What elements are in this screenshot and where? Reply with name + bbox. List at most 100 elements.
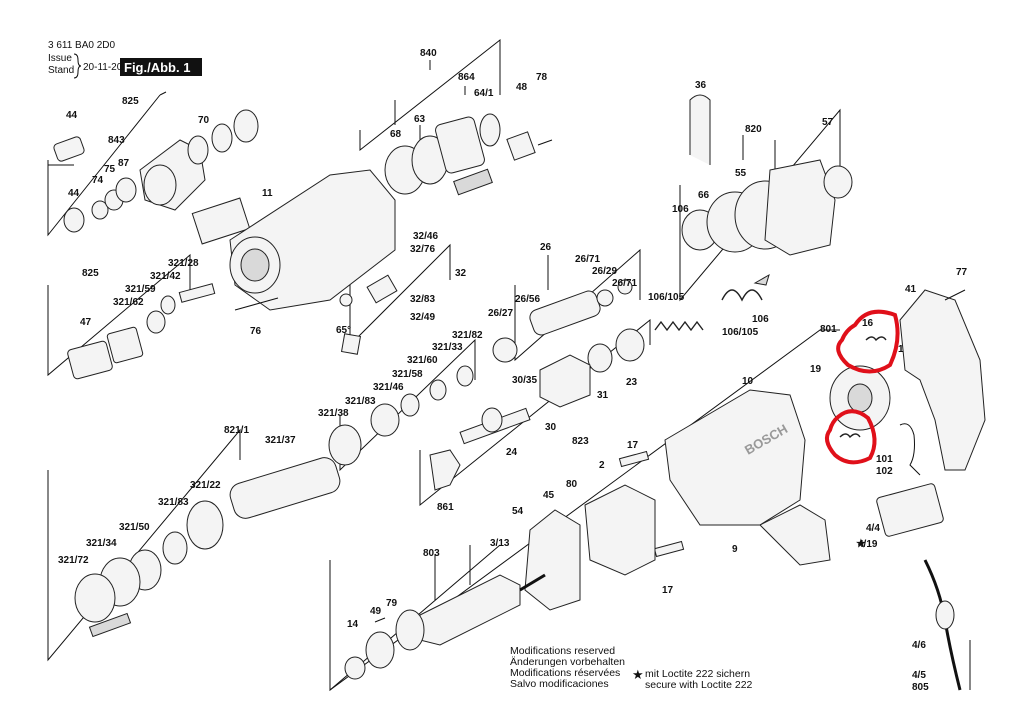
part-chuck-cap xyxy=(63,207,85,233)
label-9: 9 xyxy=(732,544,738,555)
label-321-72: 321/72 xyxy=(58,555,89,566)
highlight-marks xyxy=(824,309,900,465)
part-field-coil xyxy=(584,484,656,576)
label-321-34: 321/34 xyxy=(86,538,117,549)
part-switch xyxy=(876,483,944,537)
label-66: 66 xyxy=(698,190,710,201)
label-30-35: 30/35 xyxy=(512,375,537,386)
issue-label: Issue xyxy=(48,53,72,64)
label-321-60: 321/60 xyxy=(407,355,438,366)
label-76: 76 xyxy=(250,326,262,337)
label-825b: 825 xyxy=(82,268,99,279)
label-26-71: 26/71 xyxy=(575,254,600,265)
note-modifications-fr: Modifications réservées xyxy=(510,667,620,679)
label-45: 45 xyxy=(543,490,555,501)
label-57: 57 xyxy=(822,117,834,128)
label-4-19: 4/19 xyxy=(858,539,878,550)
label-16: 16 xyxy=(862,318,874,329)
part-handle-shell xyxy=(899,289,986,471)
label-26-27: 26/27 xyxy=(488,308,513,319)
part-intermediate-flange xyxy=(764,159,836,256)
part-handle xyxy=(759,504,831,566)
label-106-105b: 106/105 xyxy=(722,327,759,338)
label-44b: 44 xyxy=(68,188,80,199)
label-3-13: 3/13 xyxy=(490,538,510,549)
label-68: 68 xyxy=(390,129,402,140)
label-801: 801 xyxy=(820,324,837,335)
label-821-1: 821/1 xyxy=(224,425,249,436)
label-101: 101 xyxy=(876,454,893,465)
label-65deg: 65° xyxy=(336,325,351,336)
label-47: 47 xyxy=(80,317,92,328)
label-36: 36 xyxy=(695,80,707,91)
label-1: 1 xyxy=(898,344,904,355)
label-32-46: 32/46 xyxy=(413,231,438,242)
label-26-29: 26/29 xyxy=(592,266,617,277)
label-31: 31 xyxy=(597,390,609,401)
label-26-56: 26/56 xyxy=(515,294,540,305)
label-11: 11 xyxy=(262,188,273,199)
label-321-28: 321/28 xyxy=(168,258,199,269)
highlight-circle-lower xyxy=(824,409,877,465)
label-321-58: 321/58 xyxy=(392,369,423,380)
label-77: 77 xyxy=(956,267,968,278)
label-864: 864 xyxy=(458,72,475,83)
note-loctite-de: mit Loctite 222 sichern xyxy=(645,668,750,680)
label-80: 80 xyxy=(566,479,578,490)
label-70: 70 xyxy=(198,115,210,126)
label-803: 803 xyxy=(423,548,440,559)
label-321-83b: 321/83 xyxy=(158,497,189,508)
star-icon: ★ xyxy=(632,667,644,682)
label-321-37: 321/37 xyxy=(265,435,296,446)
label-32-76: 32/76 xyxy=(410,244,435,255)
parts: BOSCH xyxy=(53,94,986,691)
label-4-4: 4/4 xyxy=(866,523,880,534)
label-2: 2 xyxy=(599,460,605,471)
label-74: 74 xyxy=(92,175,104,186)
label-805: 805 xyxy=(912,682,929,693)
label-10: 10 xyxy=(742,376,754,387)
label-823: 823 xyxy=(572,436,589,447)
label-106-105: 106/105 xyxy=(648,292,685,303)
label-4-6: 4/6 xyxy=(912,640,926,651)
footer-notes: Modifications reserved Änderungen vorbeh… xyxy=(510,538,866,691)
label-321-38: 321/38 xyxy=(318,408,349,419)
label-321-62: 321/62 xyxy=(113,297,144,308)
label-321-83: 321/83 xyxy=(345,396,376,407)
stand-label: Stand xyxy=(48,65,74,76)
label-48: 48 xyxy=(516,82,528,93)
note-modifications-en: Modifications reserved xyxy=(510,645,615,657)
label-79: 79 xyxy=(386,598,398,609)
label-321-33: 321/33 xyxy=(432,342,463,353)
part-label-plate xyxy=(191,197,251,245)
label-843: 843 xyxy=(108,135,125,146)
label-321-22: 321/22 xyxy=(190,480,221,491)
label-30: 30 xyxy=(545,422,557,433)
label-321-82: 321/82 xyxy=(452,330,483,341)
label-14: 14 xyxy=(347,619,359,630)
label-24: 24 xyxy=(506,447,518,458)
label-840: 840 xyxy=(420,48,437,59)
label-321-42: 321/42 xyxy=(150,271,181,282)
label-32-83: 32/83 xyxy=(410,294,435,305)
label-32-49: 32/49 xyxy=(410,312,435,323)
label-19: 19 xyxy=(810,364,822,375)
issue-brace xyxy=(73,53,82,79)
label-87: 87 xyxy=(118,158,130,169)
label-321-46: 321/46 xyxy=(373,382,404,393)
part-striker-tube xyxy=(229,457,341,519)
label-17: 17 xyxy=(627,440,639,451)
note-modifications-es: Salvo modificaciones xyxy=(510,678,609,690)
label-23: 23 xyxy=(626,377,638,388)
label-102: 102 xyxy=(876,466,893,477)
label-820: 820 xyxy=(745,124,762,135)
label-49: 49 xyxy=(370,606,382,617)
label-106: 106 xyxy=(672,204,689,215)
label-78: 78 xyxy=(536,72,548,83)
label-321-59: 321/59 xyxy=(125,284,156,295)
label-4-5: 4/5 xyxy=(912,670,926,681)
label-26-71b: 26/71 xyxy=(612,278,637,289)
note-modifications-de: Änderungen vorbehalten xyxy=(510,656,625,668)
star-icon-4-19: ★ xyxy=(856,538,866,550)
